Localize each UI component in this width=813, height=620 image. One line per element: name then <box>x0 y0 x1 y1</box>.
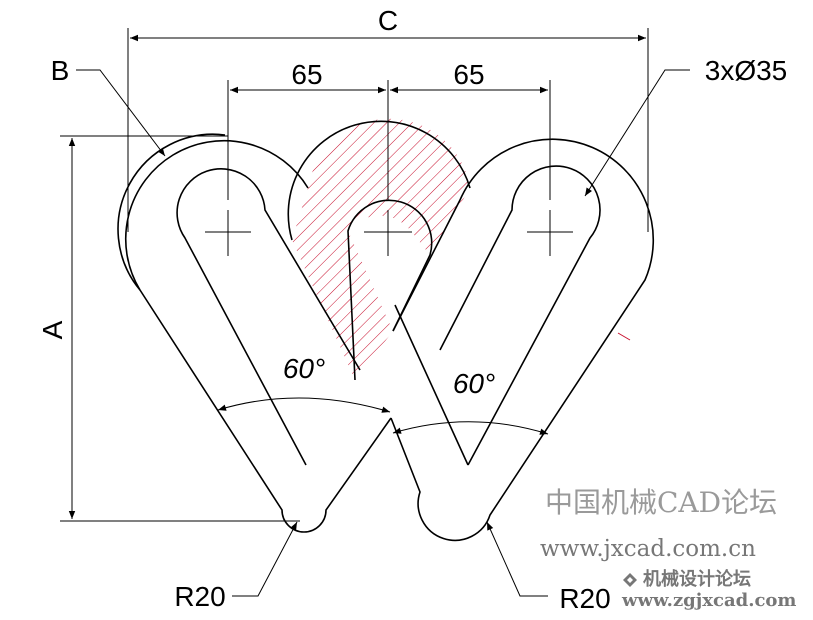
middle-loop-inner <box>347 199 433 381</box>
left-link-inner-slot <box>176 168 361 466</box>
extension-lines <box>60 28 649 522</box>
left-link-outer <box>124 139 392 533</box>
hatched-section <box>292 118 470 381</box>
watermark-title: 中国机械CAD论坛 <box>545 486 777 519</box>
dim-65-left-label: 65 <box>291 59 322 90</box>
leader-lines <box>76 69 690 597</box>
callout-holes-label: 3xØ35 <box>705 55 788 86</box>
right-link-inner-slot <box>394 165 601 466</box>
right-link-outer <box>390 138 655 542</box>
dimension-lines <box>68 34 646 519</box>
watermark: 中国机械CAD论坛 www.jxcad.com.cn 机械设计论坛 www.zg… <box>540 486 796 611</box>
angle-left-label: 60° <box>283 353 325 384</box>
left-link-outer-top <box>117 133 226 291</box>
part-outline <box>117 120 655 542</box>
radius-left-label: R20 <box>174 581 225 612</box>
angle-right-label: 60° <box>453 368 495 399</box>
dim-a-label: A <box>37 320 68 339</box>
watermark-url: www.jxcad.com.cn <box>540 536 756 562</box>
stray-mark <box>617 332 631 341</box>
radius-right-label: R20 <box>559 583 610 614</box>
middle-loop-outer <box>287 120 471 241</box>
watermark-url-2: www.zgjxcad.com <box>621 590 796 611</box>
dim-65-right-label: 65 <box>453 59 484 90</box>
dim-c-label: C <box>378 5 398 36</box>
center-marks <box>205 210 573 256</box>
diamond-logo-icon <box>623 573 637 587</box>
callout-b-label: B <box>51 55 70 86</box>
watermark-forum: 机械设计论坛 <box>643 568 751 590</box>
